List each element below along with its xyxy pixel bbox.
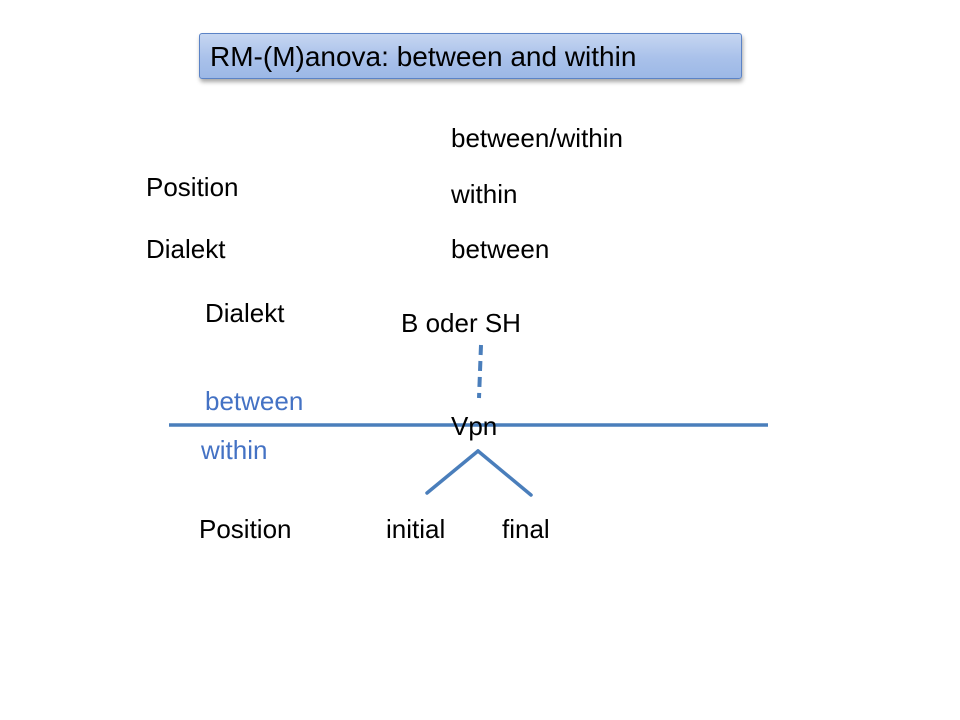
diagram-within-label: within [201, 435, 268, 465]
diagram-between-levels: B oder SH [401, 308, 521, 338]
branch-initial [425, 449, 480, 495]
table-type-between: between [451, 234, 550, 264]
slide-title: RM-(M)anova: between and within [210, 41, 637, 72]
diagram-level-initial: initial [386, 514, 446, 544]
table-type-within: within [451, 179, 518, 209]
diagram-subject-label: Vpn [451, 411, 498, 441]
table-factor-dialekt: Dialekt [146, 234, 226, 264]
diagram-level-final: final [502, 514, 550, 544]
table-header-type: between/within [451, 123, 623, 153]
diagram-between-factor: Dialekt [205, 298, 285, 328]
between-factor-connector [477, 344, 483, 399]
title-box: RM-(M)anova: between and within [199, 33, 742, 79]
diagram-within-factor: Position [199, 514, 292, 544]
branch-final [476, 449, 533, 497]
diagram-between-label: between [205, 386, 304, 416]
table-factor-position: Position [146, 172, 239, 202]
